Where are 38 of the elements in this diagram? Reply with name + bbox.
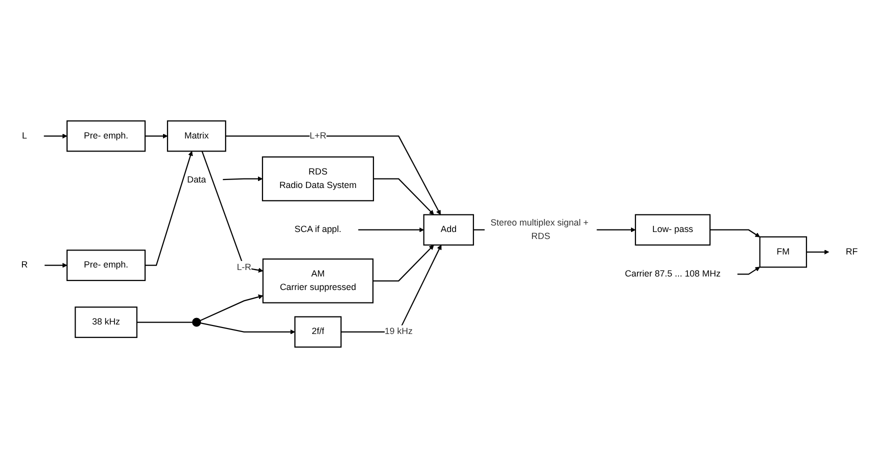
arrow (202, 151, 264, 273)
arrow (145, 150, 193, 266)
arrow (200, 294, 264, 322)
arrow (737, 266, 760, 275)
node-text: Carrier 87.5 ... 108 MHz (624, 269, 721, 279)
arrow (358, 227, 424, 232)
node-box: Pre- emph. (66, 120, 146, 152)
node-text: L (22, 131, 28, 141)
node-box: Add (423, 214, 474, 246)
arrow (44, 262, 68, 268)
node-text: Data (187, 175, 206, 185)
arrow (44, 134, 68, 139)
connector (136, 322, 192, 323)
edge-label: L+R (310, 131, 326, 141)
node-box: 2f/f (294, 316, 342, 348)
node-circle (192, 318, 202, 327)
node-text: SCA if appl. (294, 224, 342, 234)
arrow (226, 136, 441, 215)
node-box: 38 kHz (74, 306, 138, 338)
edge-label: L-R (236, 262, 252, 272)
edge-label: 19 kHz (384, 326, 413, 336)
arrow (806, 250, 830, 254)
arrow (341, 244, 442, 332)
node-text: RF (846, 246, 858, 257)
node-box: Low- pass (634, 214, 711, 246)
arrow (372, 244, 434, 282)
node-box: RDS Radio Data System (262, 156, 374, 202)
node-box: Matrix (166, 120, 226, 152)
arrow (145, 134, 168, 139)
arrow (222, 176, 263, 182)
arrow (710, 229, 760, 238)
node-text: R (21, 260, 28, 270)
node-box: AM Carrier suppressed (262, 258, 374, 304)
node-box: Pre- emph. (66, 250, 146, 282)
arrow (373, 178, 434, 215)
node-box: FM (759, 236, 808, 268)
edge-label: Stereo multiplex signal + RDS (490, 218, 588, 242)
arrow (200, 322, 296, 334)
